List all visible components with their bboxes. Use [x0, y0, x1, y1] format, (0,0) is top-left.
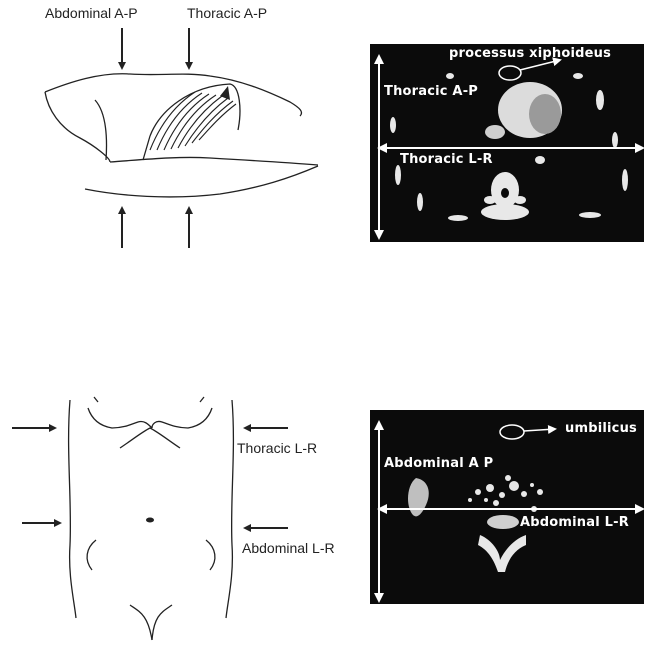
umbilicus-pointer: [524, 429, 555, 431]
ct-thoracic-ap-label: Thoracic A-P: [384, 84, 478, 99]
xiphoid-circle: [499, 66, 521, 80]
ct-thoracic-lr-label: Thoracic L-R: [400, 152, 493, 167]
navel-mark: [146, 518, 154, 523]
xiphoid-marker: [220, 86, 230, 100]
ct-abdominal-ap-label: Abdominal A P: [384, 456, 493, 471]
thoracic-lr-label: Thoracic L-R: [237, 440, 317, 456]
umbilicus-circle: [500, 425, 524, 439]
ct-abdominal-lr-label: Abdominal L-R: [520, 515, 629, 530]
rib-lines: [150, 92, 236, 150]
umbilicus-label: umbilicus: [565, 421, 637, 436]
thoracic-ap-label: Thoracic A-P: [187, 5, 267, 21]
abdominal-lr-label: Abdominal L-R: [242, 540, 335, 556]
lateral-torso-drawing: [45, 74, 318, 197]
xiphoid-pointer: [520, 60, 560, 70]
abdominal-ap-label: Abdominal A-P: [45, 5, 138, 21]
xiphoid-label: processus xiphoideus: [449, 46, 611, 61]
